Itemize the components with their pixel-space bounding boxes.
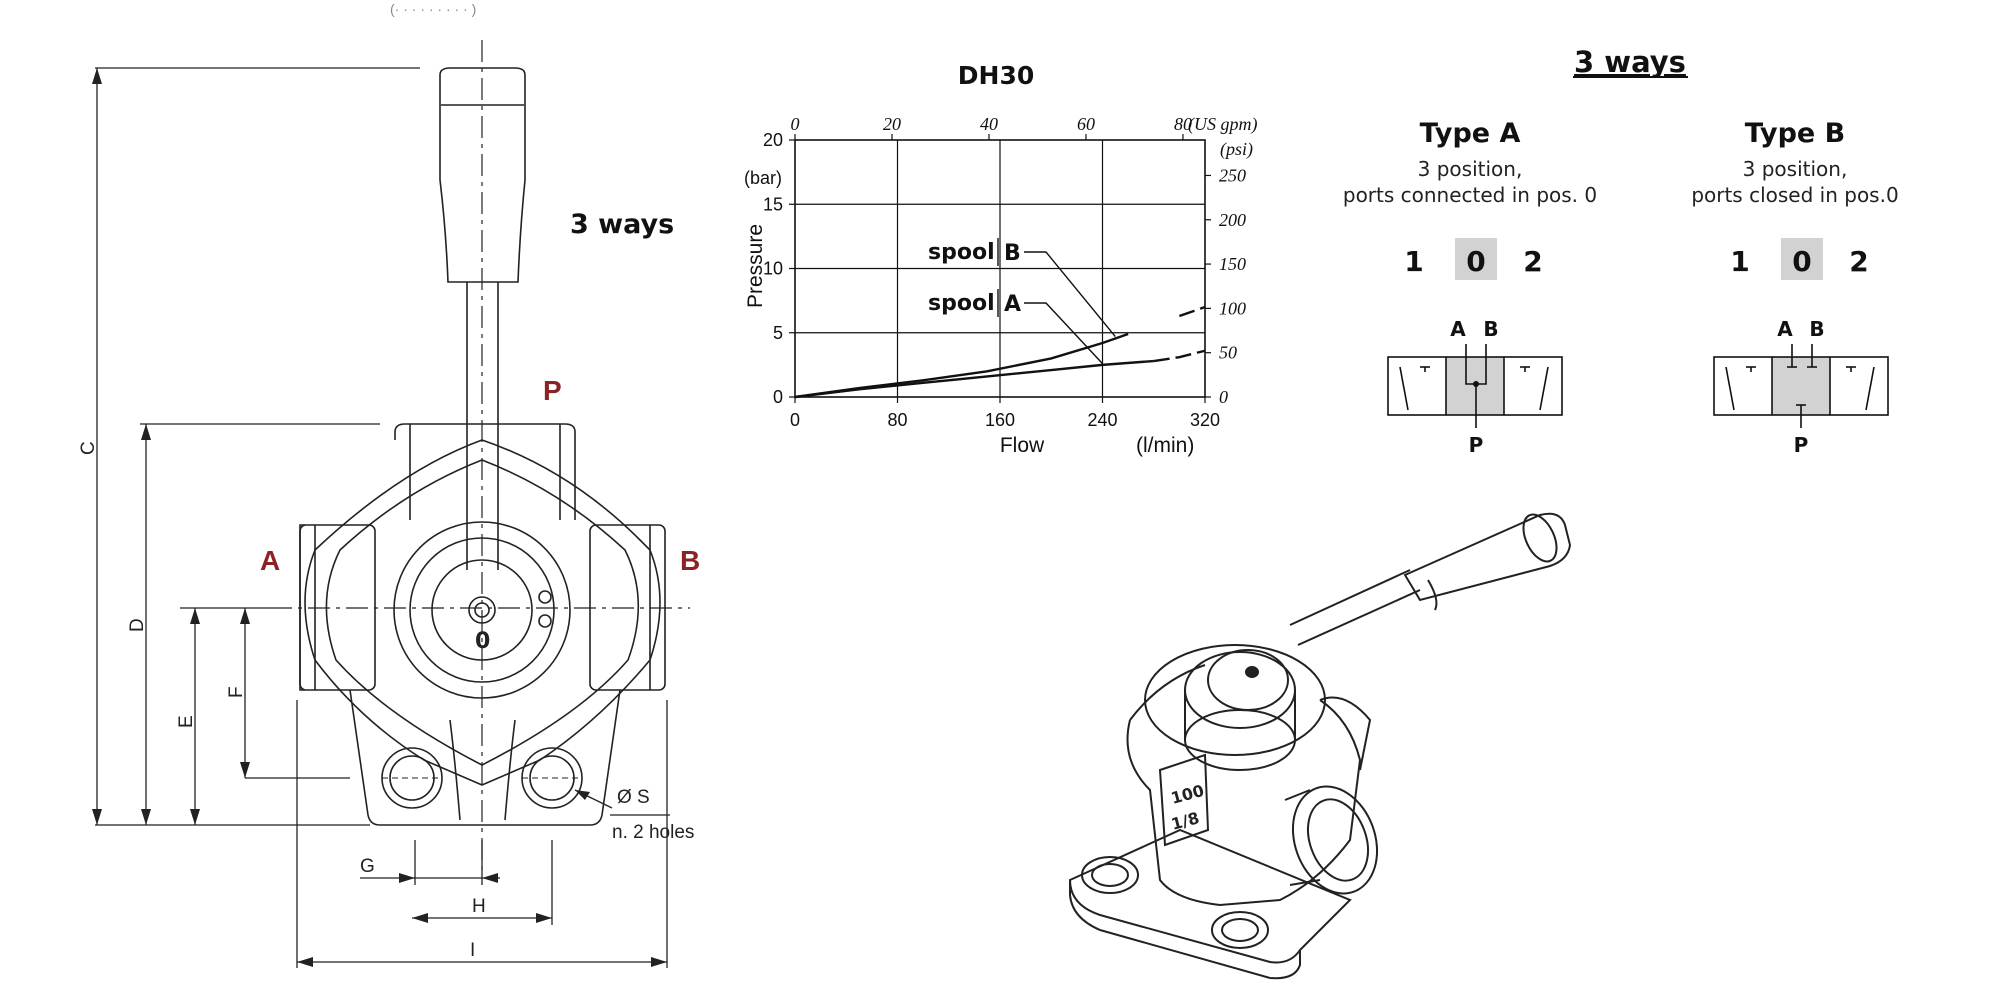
type-b-pos-2: 2 (1849, 245, 1868, 278)
port-b-label: B (680, 545, 700, 576)
series-line-extension (1153, 349, 1206, 363)
y-tick-label: 10 (763, 259, 783, 279)
valve-front-drawing (92, 40, 690, 968)
type-a-symbol: 1 0 2 A B P (1387, 238, 1563, 457)
right-tick-label: 150 (1219, 254, 1246, 274)
top-axis-unit: (US gpm) (1188, 114, 1258, 135)
hole-count-label: n. 2 holes (612, 822, 694, 843)
x-axis-unit: (l/min) (1136, 434, 1194, 457)
top-tick-label: 60 (1077, 114, 1095, 134)
type-a-pos-0: 0 (1466, 245, 1485, 278)
chart-title: DH30 (958, 61, 1034, 90)
chart-grid (789, 134, 1211, 403)
right-tick-label: 0 (1219, 387, 1228, 407)
dim-i-label: I (470, 940, 475, 961)
series-line (794, 332, 1129, 399)
top-tick-label: 40 (980, 114, 998, 134)
series-label-letter: B (1004, 241, 1021, 266)
position-zero-mark: 0 (475, 629, 490, 654)
type-a-pos-2: 2 (1523, 245, 1542, 278)
x-axis-label: Flow (1000, 434, 1045, 457)
y-axis-label: Pressure (744, 224, 767, 308)
series-line (794, 359, 1154, 399)
x-tick-label: 240 (1087, 410, 1117, 430)
y-axis-unit: (bar) (744, 168, 782, 188)
dim-e-label: E (176, 715, 197, 728)
type-b-line1: 3 position, (1743, 157, 1848, 181)
port-a-label: A (260, 545, 280, 576)
dim-f-label: F (226, 686, 247, 698)
schematic-panel: 3 ways Type A 3 position, ports connecte… (1343, 45, 1899, 457)
right-tick-label: 50 (1219, 343, 1237, 363)
series-label-prefix: spool (928, 291, 995, 316)
dim-d-label: D (127, 618, 148, 632)
series-label-letter: A (1004, 292, 1021, 317)
type-a-port-p: P (1469, 433, 1484, 457)
x-tick-label: 160 (985, 410, 1015, 430)
svg-text:100: 100 (1169, 781, 1206, 808)
y-tick-label: 20 (763, 130, 783, 150)
series-line-extension (1178, 305, 1206, 318)
port-p-label: P (543, 375, 562, 406)
hole-diameter-label: Ø S (617, 787, 650, 808)
y-tick-label: 5 (773, 323, 783, 343)
y-tick-label: 0 (773, 387, 783, 407)
series-label-prefix: spool (928, 240, 995, 265)
type-a-port-a: A (1450, 317, 1466, 341)
type-a-title: Type A (1420, 118, 1521, 149)
type-b-port-p: P (1794, 433, 1809, 457)
type-a-line2: ports connected in pos. 0 (1343, 183, 1597, 207)
dim-c-label: C (78, 441, 99, 455)
series-leader (1024, 251, 1116, 338)
series-leader (1024, 302, 1104, 365)
svg-text:1/8: 1/8 (1169, 808, 1201, 834)
x-tick-label: 0 (790, 410, 800, 430)
top-tick-label: 20 (883, 114, 901, 134)
x-tick-label: 80 (887, 410, 907, 430)
right-tick-label: 100 (1219, 298, 1246, 318)
dim-h-label: H (472, 896, 486, 917)
type-a-pos-1: 1 (1404, 245, 1423, 278)
x-tick-label: 320 (1190, 410, 1220, 430)
type-b-line2: ports closed in pos.0 (1691, 183, 1898, 207)
type-a-line1: 3 position, (1418, 157, 1523, 181)
top-tick-label: 0 (791, 114, 800, 134)
schematic-title: 3 ways (1574, 45, 1686, 79)
type-b-pos-1: 1 (1730, 245, 1749, 278)
right-axis-unit: (psi) (1220, 139, 1253, 160)
right-tick-label: 250 (1219, 165, 1246, 185)
type-a-port-b: B (1483, 317, 1498, 341)
type-b-port-a: A (1777, 317, 1793, 341)
top-tick-label: 80 (1174, 114, 1192, 134)
y-tick-label: 15 (763, 194, 783, 214)
valve-isometric-view: 100 1/8 (1068, 512, 1572, 980)
drawing-ways-label: 3 ways (570, 209, 674, 240)
type-b-port-b: B (1809, 317, 1824, 341)
svg-text:(· · · · · · · · · ): (· · · · · · · · · ) (390, 1, 476, 17)
type-b-pos-0: 0 (1792, 245, 1811, 278)
type-b-title: Type B (1745, 118, 1845, 149)
dim-g-label: G (360, 856, 375, 877)
type-b-symbol: 1 0 2 A B P (1713, 238, 1889, 457)
right-tick-label: 200 (1219, 210, 1246, 230)
